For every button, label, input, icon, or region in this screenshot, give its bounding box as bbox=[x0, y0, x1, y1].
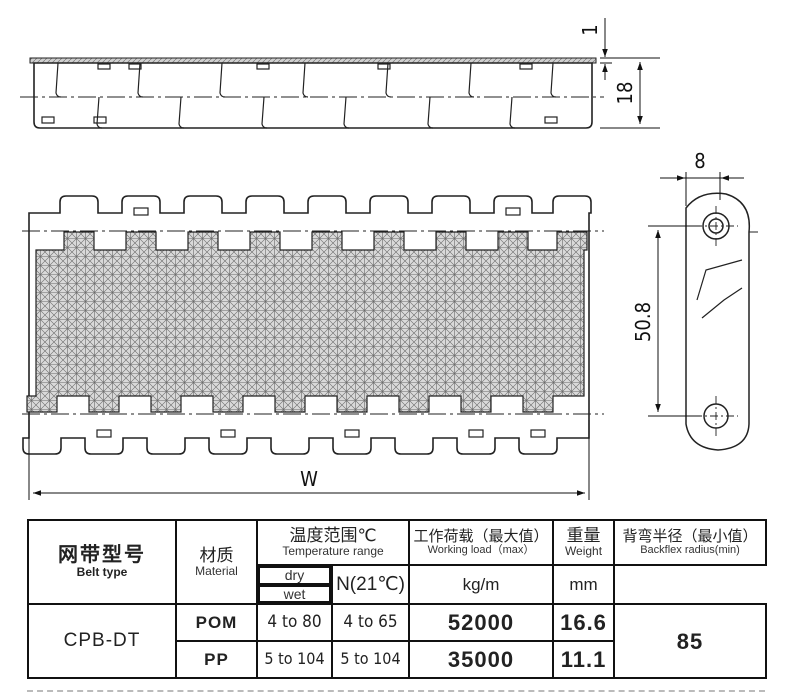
header-working-load: 工作荷载（最大值） Working load（max） bbox=[408, 519, 555, 566]
weight-cn: 重量 bbox=[566, 526, 601, 546]
side-slot bbox=[97, 63, 111, 70]
pom-working-load: 52000 bbox=[408, 603, 555, 643]
link-slot bbox=[133, 207, 149, 216]
dim-top-gap: 1 bbox=[578, 24, 602, 35]
belt-plan-view bbox=[22, 195, 604, 455]
temperature-cn: 温度范围℃ bbox=[289, 526, 377, 546]
bottom-divider bbox=[27, 690, 765, 692]
link-slot bbox=[468, 429, 484, 438]
module-division bbox=[427, 96, 434, 129]
link-profile-view bbox=[685, 192, 758, 451]
temp-wet-label: wet bbox=[258, 584, 331, 604]
load-unit: N(21℃) bbox=[330, 563, 411, 606]
header-temperature: 温度范围℃ Temperature range bbox=[255, 519, 411, 566]
dim-pitch: 8 bbox=[694, 149, 705, 173]
side-slot bbox=[41, 116, 55, 124]
pp-dry-range: 5 to 104 bbox=[256, 640, 333, 680]
material-cn: 材质 bbox=[199, 545, 234, 565]
belt-type-cn: 网带型号 bbox=[58, 544, 146, 567]
side-slot bbox=[93, 116, 107, 124]
side-slot bbox=[256, 63, 270, 70]
load-en: Working load（max） bbox=[427, 543, 535, 556]
side-slot bbox=[128, 63, 142, 70]
dim-width: W bbox=[300, 467, 318, 491]
header-weight: 重量 Weight bbox=[552, 519, 616, 566]
temperature-en: Temperature range bbox=[282, 544, 384, 559]
load-cn: 工作荷载（最大值） bbox=[413, 527, 549, 545]
module-division bbox=[468, 62, 475, 98]
side-slot bbox=[519, 63, 533, 70]
module-division bbox=[343, 96, 350, 129]
module-division bbox=[261, 96, 268, 129]
dim-thickness: 18 bbox=[613, 82, 637, 105]
link-slot bbox=[530, 429, 546, 438]
dimension-lines bbox=[28, 18, 744, 500]
radius-unit: mm bbox=[552, 563, 616, 606]
link-slot bbox=[505, 207, 521, 216]
header-backflex: 背弯半径（最小值） Backflex radius(min) bbox=[613, 519, 768, 566]
module-division bbox=[509, 96, 516, 129]
pom-dry-range: 4 to 80 bbox=[256, 603, 333, 643]
weight-en: Weight bbox=[564, 544, 603, 559]
belt-model: CPB-DT bbox=[27, 603, 177, 680]
link-slot bbox=[96, 429, 112, 438]
link-slot bbox=[344, 429, 360, 438]
belt-type-en: Belt type bbox=[76, 565, 128, 580]
header-material: 材质 Material bbox=[175, 518, 258, 606]
pom-wet-range: 4 to 65 bbox=[330, 603, 411, 643]
backflex-en: Backflex radius(min) bbox=[640, 543, 740, 556]
module-division bbox=[178, 96, 185, 129]
material-en: Material bbox=[195, 563, 238, 578]
pom-weight: 16.6 bbox=[552, 603, 616, 643]
module-division bbox=[96, 96, 103, 129]
material-pp: PP bbox=[175, 640, 258, 680]
dim-length: 50.8 bbox=[631, 302, 655, 342]
header-belt-type: 网带型号 Belt type bbox=[27, 518, 177, 606]
backflex-radius: 85 bbox=[613, 603, 768, 680]
dimension-labels: 1 18 8 50.8 W bbox=[300, 24, 706, 491]
link-slot bbox=[220, 429, 236, 438]
belt-side-view bbox=[20, 57, 604, 129]
side-slot bbox=[544, 116, 558, 124]
module-division bbox=[302, 62, 309, 98]
backflex-cn: 背弯半径（最小值） bbox=[622, 527, 758, 545]
side-slot bbox=[377, 63, 391, 70]
pp-wet-range: 5 to 104 bbox=[330, 640, 411, 680]
pp-working-load: 35000 bbox=[408, 640, 555, 680]
belt-technical-drawing: 1 18 8 50.8 W bbox=[20, 18, 758, 500]
pp-weight: 11.1 bbox=[552, 640, 616, 680]
material-pom: POM bbox=[175, 603, 258, 643]
temp-dry-label: dry bbox=[258, 566, 331, 585]
weight-unit: kg/m bbox=[408, 563, 555, 606]
spec-table: 网带型号 Belt type 材质 Material 温度范围℃ Tempera… bbox=[27, 518, 768, 680]
